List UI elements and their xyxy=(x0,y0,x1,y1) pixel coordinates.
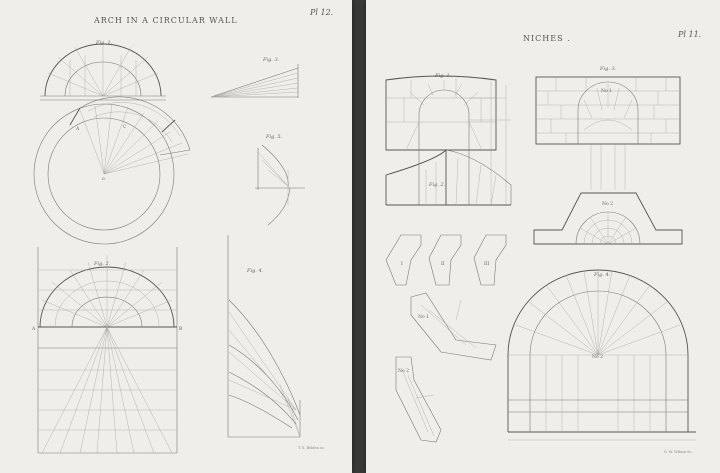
right-plate-drawing: No 1 No 2 I xyxy=(385,75,696,443)
label-no2-fig4: No 2 xyxy=(592,354,603,360)
fig5-construction xyxy=(255,144,305,226)
fig2-label: Fig. 2. xyxy=(94,261,111,267)
fig1-circular-plan: A C o xyxy=(33,96,191,245)
voussoir-pieces: I II III xyxy=(385,234,507,286)
label-no2-study: No 2 xyxy=(398,368,409,374)
right-fig3-label: Fig. 3. xyxy=(600,66,617,72)
fig3-projection xyxy=(210,64,299,98)
left-plate-number: Pl 12. xyxy=(310,8,334,17)
niche-study-no1: No 1 xyxy=(410,292,497,361)
right-page: NICHES . Pl 11. Fig. 1. Fig. 3. Fig. 2. … xyxy=(366,0,720,473)
right-fig1-niche-wall xyxy=(385,75,511,205)
fig1-label: Fig. 1. xyxy=(96,40,113,46)
label-piece-iii: III xyxy=(484,261,490,267)
left-page: ARCH IN A CIRCULAR WALL Pl 12. Fig. 1. F… xyxy=(0,0,352,473)
label-no1-fig3: No 1 xyxy=(601,88,612,94)
label-no1-study: No 1 xyxy=(418,314,429,320)
label-piece-ii: II xyxy=(441,261,445,267)
label-no2-fig3: No 2 xyxy=(602,201,613,207)
right-plate-number: Pl 11. xyxy=(678,30,702,39)
fig3-label: Fig. 3. xyxy=(263,57,280,63)
left-page-title: ARCH IN A CIRCULAR WALL xyxy=(94,16,238,25)
right-fig4-large-niche: No 2 xyxy=(507,269,696,441)
label-a-fig2: A xyxy=(31,326,36,332)
left-imprint: T. S. Belden sc. xyxy=(298,446,325,450)
fig1-arch-elevation xyxy=(40,43,166,101)
left-plate-drawing: A C o xyxy=(31,43,305,454)
right-fig2-label: Fig. 2. xyxy=(429,182,446,188)
label-piece-i: I xyxy=(401,261,403,267)
right-page-title: NICHES . xyxy=(523,34,571,43)
niche-study-no2: No 2 xyxy=(395,356,442,443)
fig4-label: Fig. 4. xyxy=(247,268,264,274)
fig2-elevation: A B xyxy=(31,247,183,454)
label-c-plan: C xyxy=(123,124,127,130)
fig4-curves xyxy=(227,235,301,438)
right-fig2-niche-plan xyxy=(385,148,512,206)
label-b-fig2: B xyxy=(179,326,183,332)
label-o-plan: o xyxy=(102,177,105,182)
right-fig4-label: Fig. 4. xyxy=(594,272,611,278)
right-fig3-brick-niche: No 1 xyxy=(535,76,681,190)
right-imprint: G. W. Wilson Sc. xyxy=(664,450,693,454)
label-a-plan: A xyxy=(75,126,80,132)
right-fig3-no2-elevation: No 2 xyxy=(533,192,683,245)
fig5-label: Fig. 5. xyxy=(266,134,283,140)
